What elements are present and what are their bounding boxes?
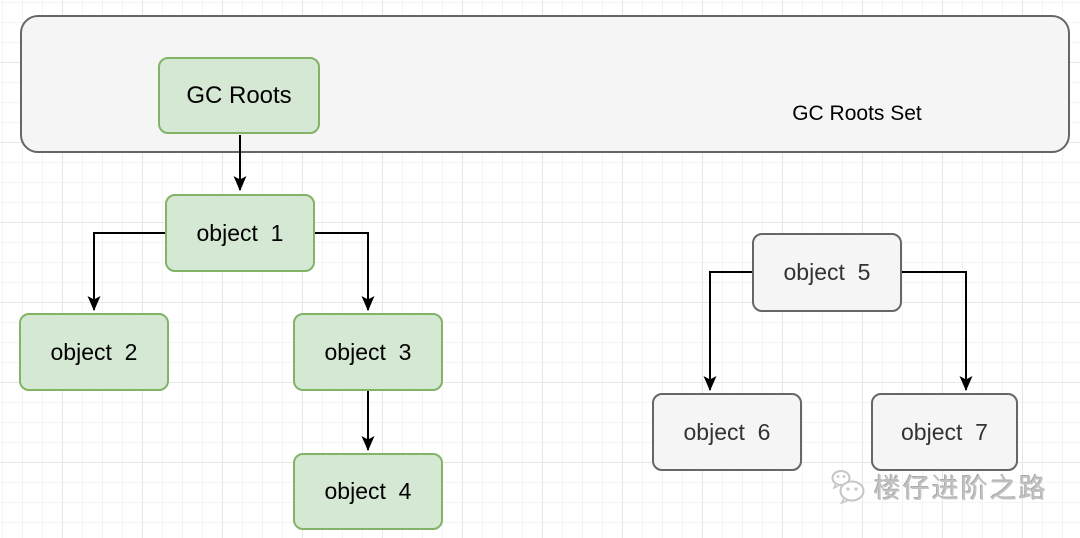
edge-object5-object6 [703,271,752,391]
node-object-2: object 2 [19,313,169,391]
node-label: object 4 [324,478,412,504]
edge-object1-object2 [87,232,165,311]
node-object-5: object 5 [752,233,902,312]
wechat-icon [831,469,865,505]
node-gc-roots: GC Roots [158,57,320,134]
node-label: object 2 [50,338,138,365]
edge-object1-object3 [315,232,375,311]
node-label: object 1 [196,219,284,246]
node-label: object 6 [683,418,771,445]
edge-object5-object7 [902,271,973,391]
node-label: GC Roots [186,81,292,109]
node-object-3: object 3 [293,313,443,391]
watermark-text: 楼仔进阶之路 [874,474,1048,504]
node-object-6: object 6 [652,393,802,471]
node-object-1: object 1 [165,194,315,272]
node-object-4: object 4 [293,453,443,530]
watermark: 楼仔进阶之路 [828,467,1048,506]
node-object-7: object 7 [871,393,1018,471]
node-label: object 3 [324,338,412,365]
node-label: object 5 [783,259,871,285]
gc-roots-set-label: GC Roots Set [792,102,922,125]
node-label: object 7 [901,418,988,445]
